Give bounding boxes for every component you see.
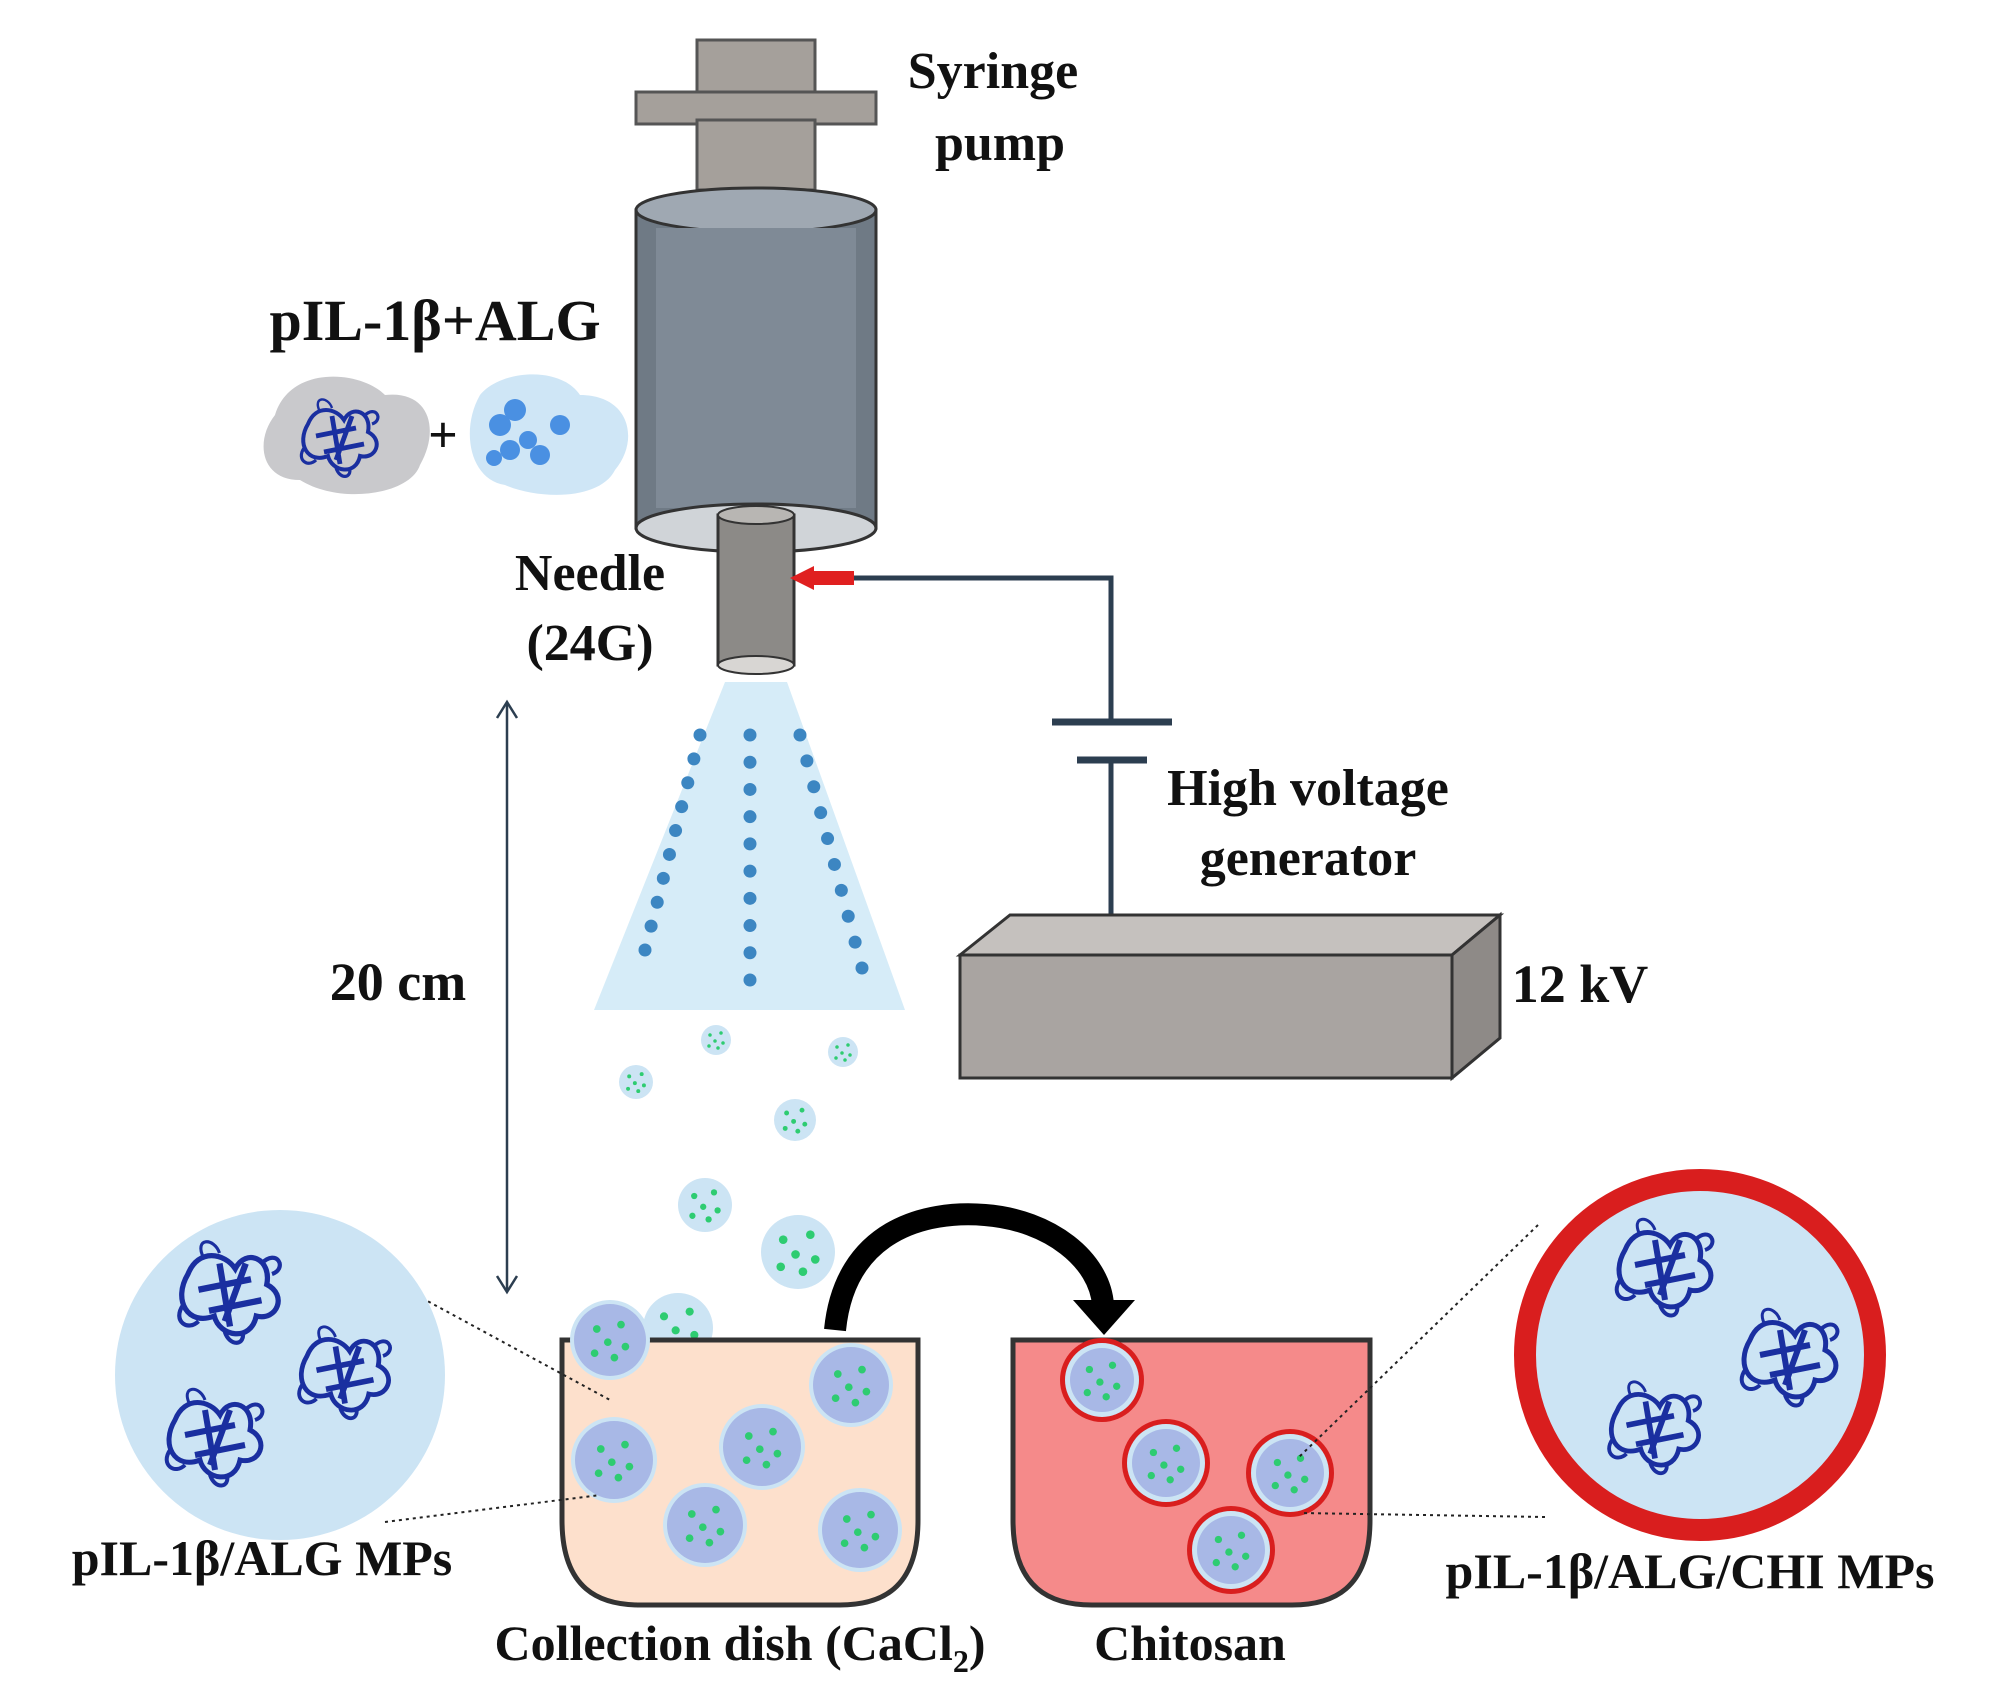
droplet bbox=[807, 780, 821, 794]
microparticle bbox=[828, 1037, 858, 1067]
syringe-pump bbox=[634, 38, 878, 192]
droplet bbox=[681, 776, 695, 790]
pil1b-blob-icon bbox=[263, 376, 430, 495]
droplet bbox=[669, 824, 683, 838]
needle-label-2: (24G) bbox=[526, 615, 653, 672]
microparticle bbox=[619, 1065, 653, 1099]
alg-mp-zoom bbox=[115, 1210, 611, 1540]
hv-generator-label-2: generator bbox=[1200, 830, 1417, 887]
droplet bbox=[743, 973, 757, 987]
alg-microparticle bbox=[818, 1488, 902, 1572]
droplet bbox=[848, 935, 862, 949]
syringe-pump-label-1: Syringe bbox=[908, 43, 1078, 100]
alg-chi-microparticle bbox=[1122, 1419, 1210, 1507]
alg-chi-microparticle bbox=[1246, 1429, 1334, 1517]
droplet bbox=[675, 800, 689, 814]
droplet bbox=[638, 943, 652, 957]
syringe-barrel bbox=[634, 186, 878, 554]
droplet bbox=[743, 946, 757, 960]
droplet bbox=[743, 919, 757, 933]
droplet bbox=[800, 754, 814, 768]
high-voltage-generator bbox=[955, 911, 1505, 1082]
alg-microparticle bbox=[663, 1483, 747, 1567]
hv-generator-label-1: High voltage bbox=[1167, 760, 1449, 817]
alg-chi-mp-zoom bbox=[1297, 1169, 1886, 1541]
alg-microparticle bbox=[571, 1417, 657, 1503]
droplet bbox=[743, 810, 757, 824]
droplet bbox=[743, 864, 757, 878]
alg-chi-microparticle bbox=[1060, 1338, 1144, 1422]
droplet bbox=[650, 895, 664, 909]
reagent-label: pIL-1β+ALG bbox=[269, 288, 600, 353]
distance-arrow bbox=[495, 699, 519, 1295]
droplet bbox=[662, 847, 676, 861]
chitosan-label: Chitosan bbox=[1094, 1615, 1286, 1671]
voltage-label: 12 kV bbox=[1512, 954, 1649, 1014]
droplet bbox=[693, 728, 707, 742]
droplet bbox=[644, 919, 658, 933]
microparticle bbox=[774, 1099, 816, 1141]
voltage-wire bbox=[852, 575, 1172, 920]
droplet bbox=[743, 755, 757, 769]
droplet bbox=[834, 883, 848, 897]
plus-sign: + bbox=[428, 407, 458, 464]
droplet bbox=[743, 837, 757, 851]
droplet bbox=[687, 752, 701, 766]
collection-dish bbox=[559, 1300, 921, 1608]
syringe-pump-label-2: pump bbox=[935, 115, 1065, 172]
droplet bbox=[821, 832, 835, 846]
droplet bbox=[656, 871, 670, 885]
microparticle bbox=[678, 1178, 732, 1232]
dish-cacl2-particles bbox=[570, 1300, 902, 1572]
spray-droplets bbox=[638, 728, 869, 987]
distance-label: 20 cm bbox=[330, 952, 466, 1012]
droplet bbox=[793, 728, 807, 742]
droplet bbox=[814, 806, 828, 820]
alg-chi-microparticle bbox=[1187, 1506, 1275, 1594]
transfer-arrow-icon bbox=[824, 1203, 1135, 1335]
alg-microparticle bbox=[719, 1404, 805, 1490]
alg-microparticle bbox=[570, 1300, 650, 1380]
droplet bbox=[743, 891, 757, 905]
alg-chi-mps-label: pIL-1β/ALG/CHI MPs bbox=[1446, 1543, 1935, 1599]
microparticle bbox=[761, 1215, 835, 1289]
chitosan-dish bbox=[1010, 1337, 1373, 1608]
alg-microparticle bbox=[809, 1343, 893, 1427]
dish-chitosan-particles bbox=[1060, 1338, 1334, 1594]
microparticle bbox=[701, 1025, 731, 1055]
falling-microparticles bbox=[619, 1025, 858, 1363]
needle bbox=[716, 505, 796, 675]
needle-label-1: Needle bbox=[515, 545, 665, 602]
alg-blob-icon bbox=[469, 374, 629, 495]
droplet bbox=[841, 909, 855, 923]
droplet bbox=[855, 961, 869, 975]
droplet bbox=[743, 782, 757, 796]
droplet bbox=[743, 728, 757, 742]
spray-cone bbox=[594, 682, 905, 1010]
alg-mps-label: pIL-1β/ALG MPs bbox=[72, 1530, 453, 1586]
droplet bbox=[827, 857, 841, 871]
collection-dish-label: Collection dish (CaCl2) bbox=[494, 1615, 985, 1679]
red-arrow-icon bbox=[790, 566, 854, 590]
